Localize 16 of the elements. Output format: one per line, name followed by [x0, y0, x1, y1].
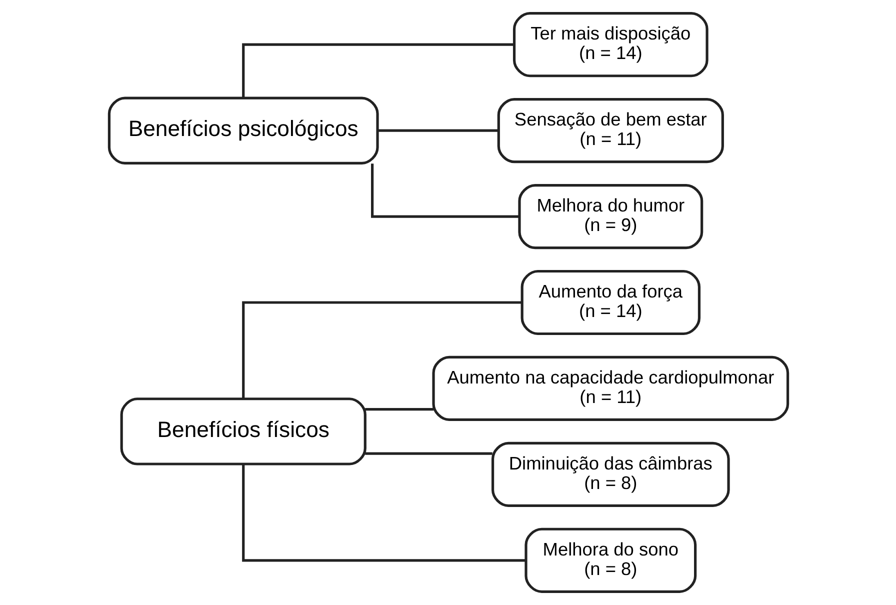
connector — [242, 43, 514, 98]
connector — [242, 301, 522, 399]
connector — [364, 452, 492, 455]
node-box: Benefícios físicos — [120, 398, 366, 466]
node-box: Benefícios psicológicos — [107, 96, 378, 164]
connector — [377, 129, 498, 132]
node-box: Aumento da força (n = 14) — [520, 270, 700, 336]
node-box: Melhora do humor (n = 9) — [518, 184, 703, 250]
connector — [242, 464, 526, 562]
node-box: Aumento na capacidade cardiopulmonar (n = 11) — [432, 356, 789, 422]
connector — [370, 164, 519, 218]
node-box: Sensação de bem estar (n = 11) — [496, 98, 724, 164]
node-box: Ter mais disposição (n = 14) — [512, 12, 708, 78]
connector — [364, 408, 433, 411]
node-box: Melhora do sono (n = 8) — [524, 528, 696, 593]
node-box: Diminuição das câimbras (n = 8) — [490, 442, 730, 507]
